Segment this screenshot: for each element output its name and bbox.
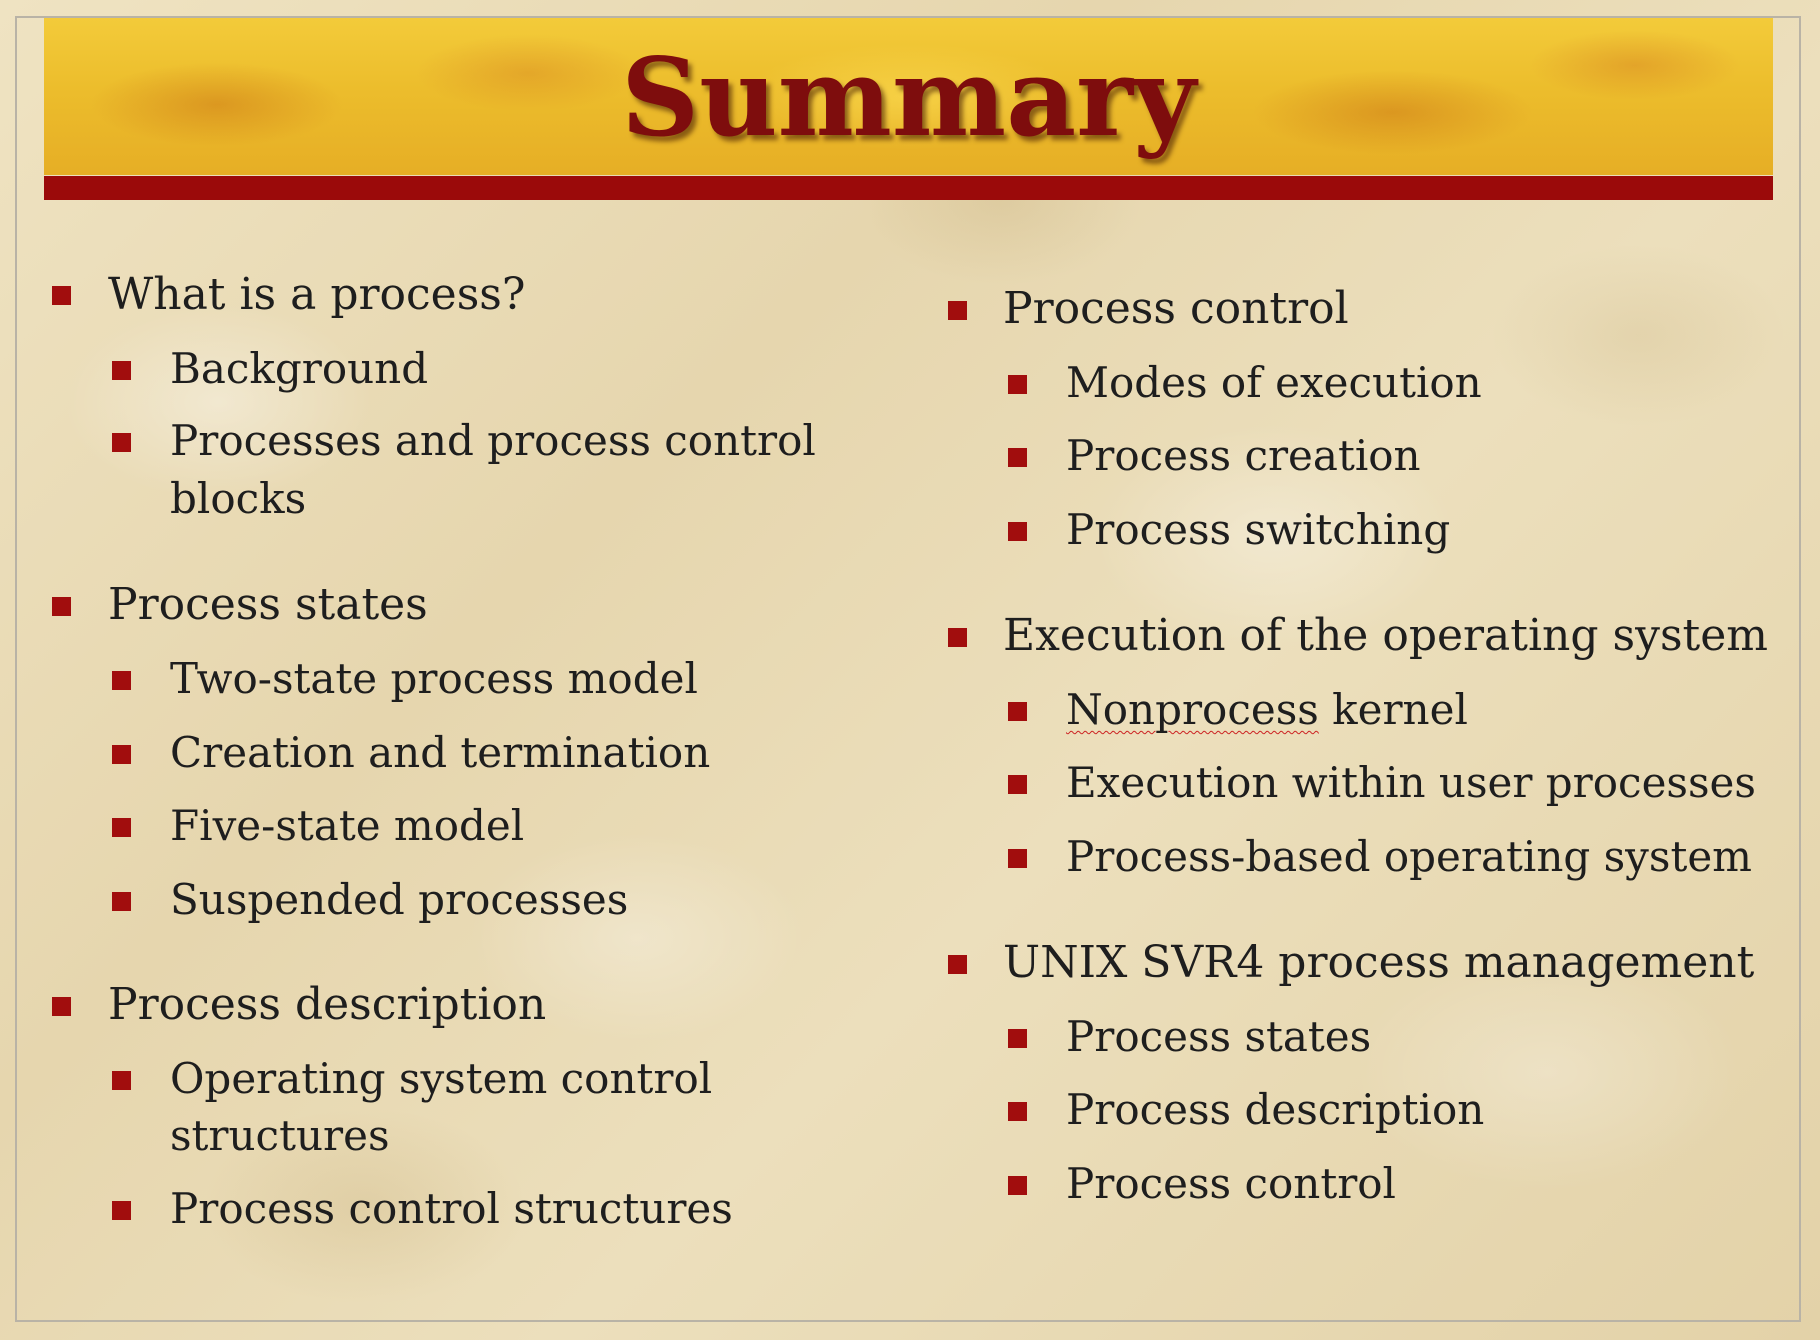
bullet-square-icon — [52, 597, 71, 616]
slide-title: Summary — [621, 35, 1196, 161]
bullet-square-icon — [112, 671, 131, 690]
bullet-square-icon — [112, 1201, 131, 1220]
bullet-square-icon — [948, 628, 967, 647]
list-item-os-control-structures-line1: Operating system control — [170, 1054, 713, 1103]
nonprocess-word: Nonprocess — [1066, 685, 1319, 734]
list-item-process-control: Process control — [1003, 283, 1349, 334]
list-item-unix-process-control: Process control — [1066, 1159, 1396, 1208]
bullet-square-icon — [112, 745, 131, 764]
bullet-square-icon — [112, 818, 131, 837]
bullet-square-icon — [52, 997, 71, 1016]
list-item-process-switching: Process switching — [1066, 505, 1451, 554]
bullet-square-icon — [1008, 522, 1027, 541]
list-item-background: Background — [170, 344, 429, 393]
list-item-nonprocess-kernel: Nonprocess kernel — [1066, 681, 1468, 738]
list-item-unix-process-description: Process description — [1066, 1085, 1485, 1134]
bullet-square-icon — [1008, 1029, 1027, 1048]
bullet-square-icon — [1008, 775, 1027, 794]
list-item-process-description: Process description — [108, 979, 547, 1030]
title-banner — [44, 18, 1773, 175]
bullet-square-icon — [1008, 1176, 1027, 1195]
bullet-square-icon — [1008, 448, 1027, 467]
kernel-word: kernel — [1318, 685, 1468, 734]
list-item-process-creation: Process creation — [1066, 431, 1421, 480]
title-underline-bar — [44, 176, 1773, 200]
bullet-square-icon — [948, 301, 967, 320]
bullet-square-icon — [1008, 375, 1027, 394]
bullet-square-icon — [112, 433, 131, 452]
list-item-suspended-processes: Suspended processes — [170, 875, 629, 924]
list-item-process-states: Process states — [108, 579, 428, 630]
bullet-square-icon — [112, 361, 131, 380]
list-item-process-control-structures: Process control structures — [170, 1184, 733, 1233]
bullet-square-icon — [112, 1071, 131, 1090]
list-item-two-state-model: Two-state process model — [170, 654, 698, 703]
list-item-unix-svr4: UNIX SVR4 process management — [1003, 937, 1755, 988]
bullet-square-icon — [112, 892, 131, 911]
list-item-modes-of-execution: Modes of execution — [1066, 358, 1482, 407]
list-item-five-state-model: Five-state model — [170, 801, 525, 850]
bullet-square-icon — [1008, 849, 1027, 868]
list-item-creation-and-termination: Creation and termination — [170, 728, 711, 777]
bullet-square-icon — [52, 286, 71, 305]
list-item-unix-process-states: Process states — [1066, 1012, 1372, 1061]
list-item-what-is-a-process: What is a process? — [108, 269, 526, 320]
list-item-process-based-os: Process-based operating system — [1066, 832, 1753, 881]
bullet-square-icon — [1008, 1102, 1027, 1121]
bullet-square-icon — [948, 955, 967, 974]
list-item-execution-within-user-processes: Execution within user processes — [1066, 758, 1756, 807]
list-item-os-control-structures-line2: structures — [170, 1111, 390, 1160]
bullet-square-icon — [1008, 702, 1027, 721]
list-item-processes-and-pcb-line2: blocks — [170, 474, 307, 523]
slide-frame — [15, 16, 1801, 1322]
list-item-processes-and-pcb-line1: Processes and process control — [170, 416, 816, 465]
list-item-execution-of-os: Execution of the operating system — [1003, 610, 1768, 661]
